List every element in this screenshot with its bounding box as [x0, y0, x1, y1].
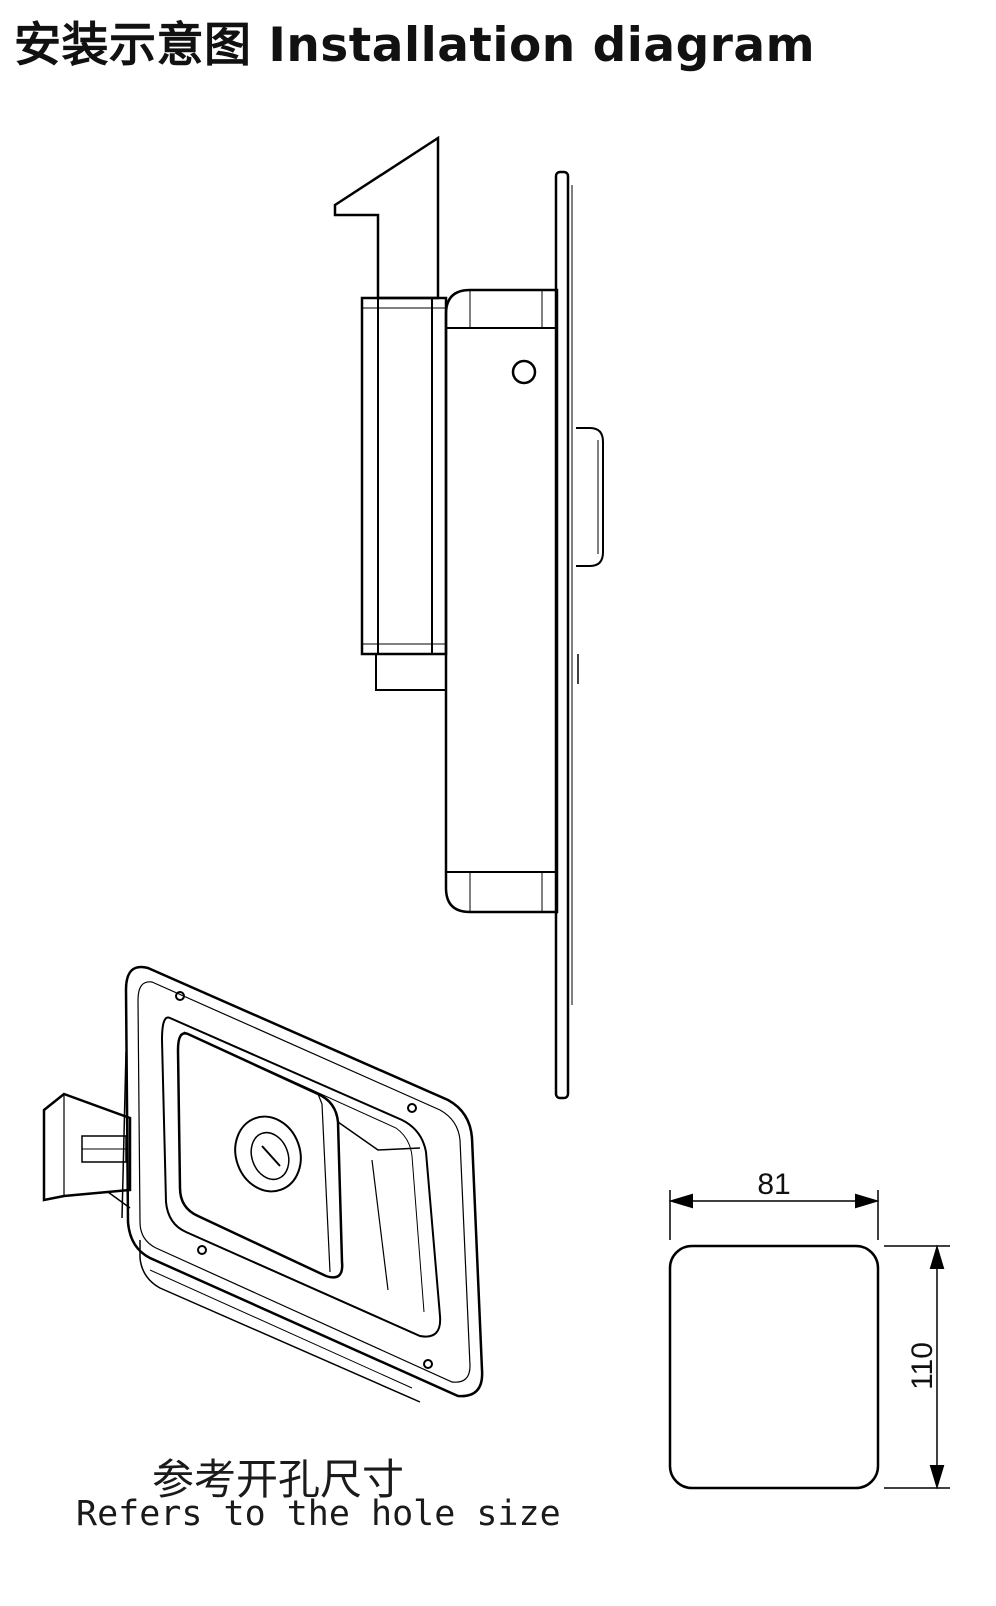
- bolt-housing: [360, 296, 448, 656]
- screw-hole: [197, 1245, 207, 1255]
- cutout-diagram: [668, 1190, 950, 1490]
- housing-foot: [375, 653, 447, 691]
- screw-hole: [407, 1103, 417, 1113]
- latch-side-view: [333, 135, 604, 1100]
- bolt-protrusion: [121, 1051, 127, 1219]
- latch-bolt: [333, 135, 440, 300]
- screw-hole: [423, 1359, 433, 1369]
- caption-chinese: 参考开孔尺寸: [152, 1455, 405, 1504]
- recessed-pan: [160, 1016, 442, 1338]
- outer-flange: [124, 965, 484, 1398]
- pivot-hole: [511, 359, 537, 385]
- cutout-outline: [668, 1244, 880, 1490]
- latch-body: [444, 288, 559, 914]
- key-cylinder: [234, 1115, 302, 1193]
- caption-english: Refers to the hole size: [76, 1494, 561, 1534]
- screw-hole: [175, 991, 185, 1001]
- latch-perspective-view: [42, 965, 484, 1403]
- trigger-bump: [576, 427, 604, 567]
- diagram-title: 安装示意图 Installation diagram: [14, 18, 816, 73]
- width-dimension-label: 81: [757, 1168, 790, 1201]
- height-dimension-label: 110: [906, 1342, 939, 1390]
- paddle-handle: [176, 1032, 344, 1279]
